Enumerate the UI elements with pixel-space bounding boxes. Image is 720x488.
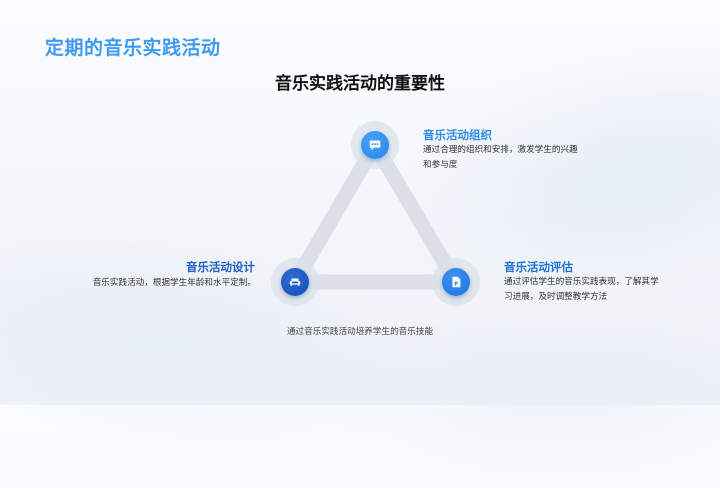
card-text-organize: 通过合理的组织和安排，激发学生的兴趣 和参与度 bbox=[423, 143, 603, 173]
triangle-diagram bbox=[287, 137, 464, 290]
section-title: 音乐实践活动的重要性 bbox=[275, 74, 445, 94]
card-text-design: 音乐实践活动，根据学生年龄和水平定制。 bbox=[60, 276, 256, 291]
ppt-file-icon: P bbox=[452, 276, 461, 288]
text-line: 通过合理的组织和安排，激发学生的兴趣 bbox=[423, 145, 578, 155]
text-line: 通过评估学生的音乐实践表现，了解其学 bbox=[504, 277, 659, 287]
card-heading-evaluate: 音乐活动评估 bbox=[504, 260, 573, 274]
card-heading-organize: 音乐活动组织 bbox=[423, 128, 492, 142]
text-line: 习进展，及时调整教学方法 bbox=[504, 292, 608, 302]
footer-note: 通过音乐实践活动培养学生的音乐技能 bbox=[286, 327, 434, 337]
slide-title: 定期的音乐实践活动 bbox=[45, 37, 221, 59]
chat-bubble-icon bbox=[369, 140, 381, 151]
card-text-evaluate: 通过评估学生的音乐实践表现，了解其学 习进展，及时调整教学方法 bbox=[504, 275, 684, 305]
text-line: 音乐实践活动，根据学生年龄和水平定制。 bbox=[92, 278, 256, 288]
node-evaluate[interactable]: P bbox=[442, 268, 470, 296]
svg-text:P: P bbox=[454, 282, 458, 288]
node-design[interactable] bbox=[281, 268, 309, 296]
card-heading-design: 音乐活动设计 bbox=[186, 260, 255, 274]
text-line: 和参与度 bbox=[423, 160, 458, 170]
node-organize[interactable] bbox=[361, 131, 389, 159]
sofa-icon bbox=[289, 278, 301, 286]
